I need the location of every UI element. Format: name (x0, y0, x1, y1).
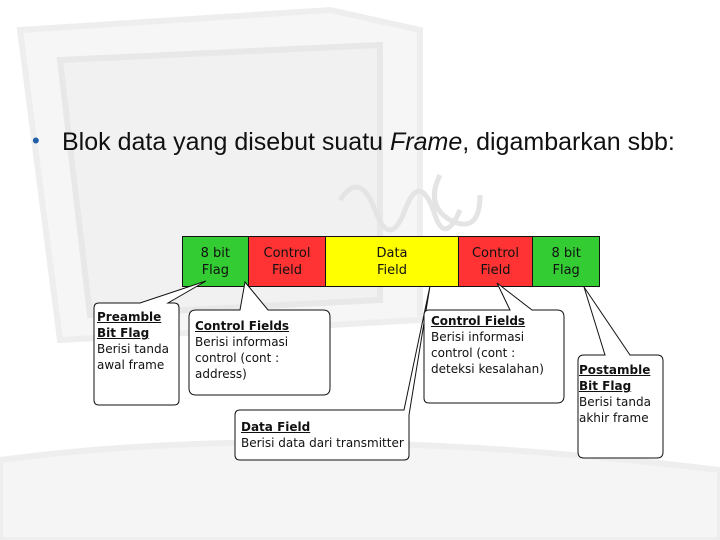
frame-field-control-left: Control Field (248, 237, 327, 286)
frame-structure: 8 bit Flag Control Field Data Field Cont… (182, 236, 600, 287)
frame-field-end-flag: 8 bit Flag (533, 237, 599, 286)
callout-postamble-title: Postamble Bit Flag (579, 363, 651, 393)
callout-control-right-shape (423, 282, 565, 404)
bullet-text-emphasis: Frame (390, 128, 463, 156)
callout-postamble: Postamble Bit Flag Berisi tanda akhir fr… (579, 362, 661, 426)
bullet-dot: • (32, 128, 40, 153)
callout-control-right: Control Fields Berisi informasi control … (431, 313, 561, 377)
callout-control-right-title: Control Fields (431, 314, 526, 328)
callout-control-left-title: Control Fields (195, 319, 290, 333)
callout-data-body: Berisi data dari transmitter (241, 436, 404, 450)
bullet-text-after: , digambarkan sbb: (462, 128, 675, 156)
callout-control-right-body: Berisi informasi control (cont : deteksi… (431, 330, 544, 376)
callout-postamble-shape (577, 286, 664, 459)
callout-control-left-shape (188, 280, 331, 396)
frame-field-control-right: Control Field (458, 237, 534, 286)
bullet-text-before: Blok data yang disebut suatu (62, 128, 391, 156)
callout-postamble-body: Berisi tanda akhir frame (579, 395, 651, 425)
callout-preamble: Preamble Bit Flag Berisi tanda awal fram… (97, 309, 177, 373)
callout-preamble-shape (93, 280, 207, 406)
callout-preamble-title: Preamble Bit Flag (97, 310, 162, 340)
callout-data: Data Field Berisi data dari transmitter (241, 419, 407, 451)
callout-data-shape (234, 285, 431, 461)
bullet-text: Blok data yang disebut suatu Frame, diga… (62, 126, 702, 158)
frame-field-start-flag: 8 bit Flag (183, 237, 249, 286)
callout-data-title: Data Field (241, 420, 311, 434)
callout-preamble-body: Berisi tanda awal frame (97, 342, 169, 372)
frame-field-data: Data Field (326, 237, 459, 286)
callout-control-left: Control Fields Berisi informasi control … (195, 318, 327, 382)
callout-control-left-body: Berisi informasi control (cont : address… (195, 335, 289, 381)
